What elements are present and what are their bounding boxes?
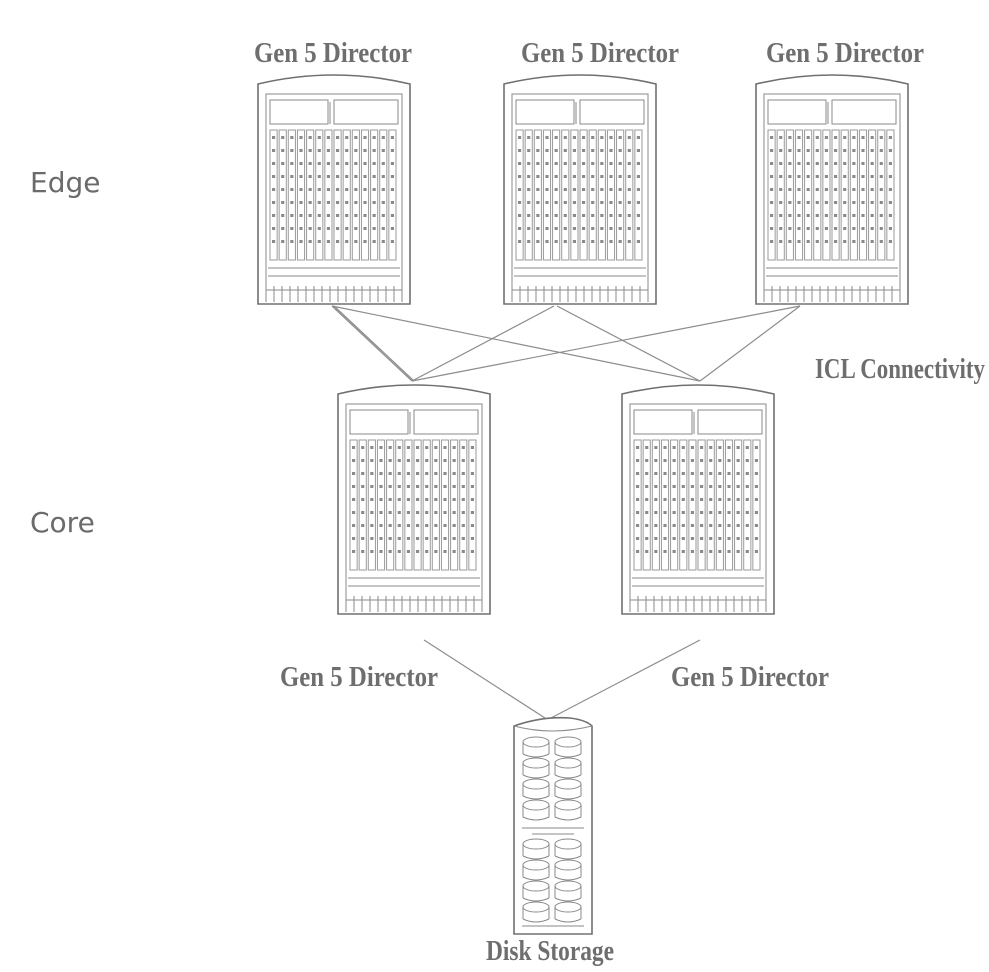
- icl-wire: [331, 305, 413, 382]
- edge-tier-label: Edge: [30, 166, 100, 199]
- icl-wire: [411, 305, 801, 382]
- core-tier-label: Core: [30, 506, 95, 539]
- icl-wire: [411, 305, 555, 382]
- icl-wire: [699, 305, 801, 382]
- icl-connectivity-label: ICL Connectivity: [815, 354, 985, 385]
- disk-storage-label: Disk Storage: [486, 936, 614, 967]
- edge-director-3-chassis-icon: [755, 74, 909, 305]
- edge-director-1-label: Gen 5 Director: [254, 38, 412, 69]
- core-director-1-chassis-icon: [337, 384, 491, 615]
- storage-wires: [423, 639, 701, 719]
- icl-wires: [331, 305, 801, 382]
- core-director-2-chassis-icon: [621, 384, 775, 615]
- edge-director-1-chassis-icon: [257, 74, 411, 305]
- storage-wire: [423, 639, 546, 719]
- icl-wire: [333, 305, 415, 382]
- core-director-2-label: Gen 5 Director: [671, 662, 829, 693]
- disk-storage-icon: [513, 716, 593, 935]
- icl-wire: [331, 305, 701, 382]
- edge-director-2-label: Gen 5 Director: [521, 38, 679, 69]
- core-director-1-label: Gen 5 Director: [280, 662, 438, 693]
- edge-director-3-label: Gen 5 Director: [766, 38, 924, 69]
- icl-wire: [556, 305, 701, 382]
- storage-wire: [550, 639, 701, 719]
- edge-director-2-chassis-icon: [503, 74, 657, 305]
